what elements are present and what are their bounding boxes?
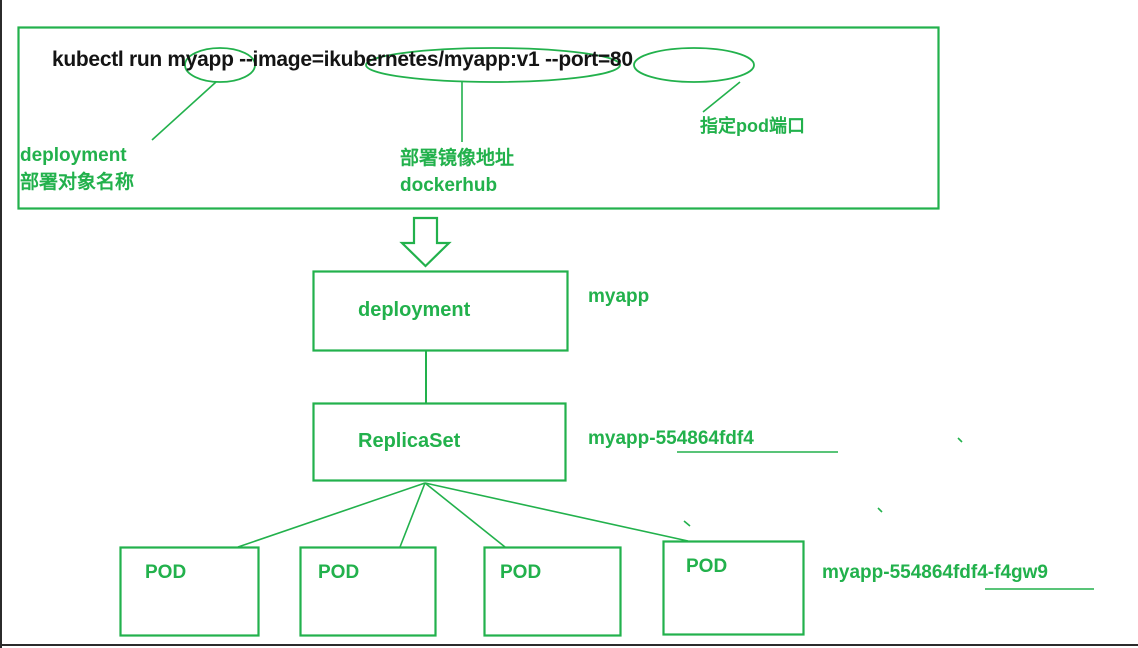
stray-mark-2 [877, 507, 883, 513]
deployment-side-label: myapp [588, 286, 650, 307]
pod-box-4[interactable] [662, 540, 805, 636]
ellipse-pod-port [633, 47, 755, 83]
annotation-image-address: 部署镜像地址 dockerhub [400, 148, 515, 196]
pod-box-1[interactable] [119, 546, 260, 637]
annotation-deployment-name: deployment 部署对象名称 [20, 145, 135, 193]
replicaset-box[interactable] [312, 402, 567, 482]
stray-mark-1 [957, 437, 963, 443]
ellipse-image-address [365, 47, 621, 83]
deployment-box-label: deployment [358, 299, 471, 321]
replicaset-box-label: ReplicaSet [358, 430, 461, 452]
replicaset-side-label: myapp-554864fdf4 [588, 428, 754, 449]
stray-mark-3 [683, 520, 691, 527]
pod-box-4-label: POD [686, 556, 728, 577]
leader-line-deployment-name [151, 81, 217, 141]
annotation-pod-port: 指定pod端口 [700, 116, 805, 136]
command-line-text: kubectl run myapp --image=ikubernetes/my… [52, 48, 633, 71]
pod-box-2[interactable] [299, 546, 437, 637]
command-frame [17, 26, 940, 210]
connector-replicaset-pod1 [237, 482, 426, 548]
pod-side-label: myapp-554864fdf4-f4gw9 [822, 562, 1048, 583]
ellipse-deployment-name [184, 47, 256, 83]
connector-replicaset-pod2 [399, 482, 426, 548]
connector-replicaset-pod3 [424, 482, 506, 548]
pod-box-3-label: POD [500, 562, 542, 583]
connector-replicaset-pod4 [424, 482, 689, 542]
leader-line-pod-port [702, 81, 741, 113]
down-arrow-icon [399, 216, 452, 268]
pod-box-3[interactable] [483, 546, 622, 637]
deployment-box[interactable] [312, 270, 569, 352]
pod-box-1-label: POD [145, 562, 187, 583]
pod-box-2-label: POD [318, 562, 360, 583]
